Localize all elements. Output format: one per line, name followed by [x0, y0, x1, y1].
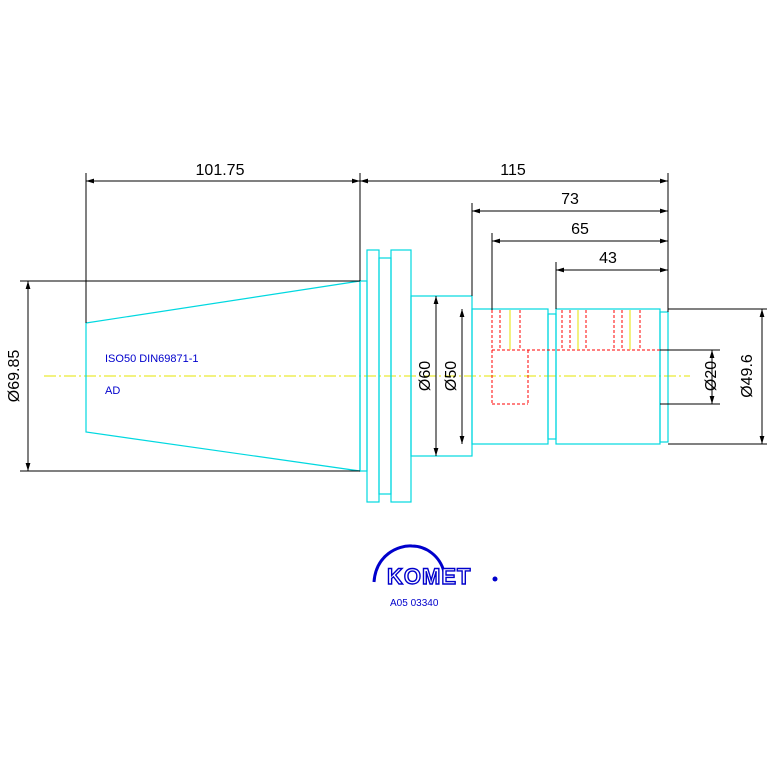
variant-note: AD [105, 385, 120, 397]
extension-lines [20, 173, 767, 472]
dim-dia-69-85: Ø69.85 [6, 350, 23, 403]
dim-dia-49-6: Ø49.6 [739, 354, 756, 398]
standard-note: ISO50 DIN69871-1 [105, 353, 199, 365]
dim-dia-50: Ø50 [443, 361, 460, 391]
length-dimensions [86, 178, 668, 273]
dim-dia-20: Ø20 [703, 361, 720, 391]
dim-dia-60: Ø60 [417, 361, 434, 391]
dim-115: 115 [500, 162, 526, 179]
komet-logo: KOMET A05 03340 [372, 544, 498, 609]
logo-arc [372, 544, 446, 583]
dim-73: 73 [561, 191, 579, 208]
logo-dot [492, 576, 498, 582]
dim-65: 65 [571, 221, 589, 238]
dim-43: 43 [599, 250, 617, 267]
part-number: A05 03340 [390, 598, 439, 609]
logo-brand: KOMET [387, 564, 471, 589]
hidden-bore [491, 310, 660, 405]
diameter-dimensions [25, 281, 765, 471]
dim-101-75: 101.75 [196, 162, 245, 179]
